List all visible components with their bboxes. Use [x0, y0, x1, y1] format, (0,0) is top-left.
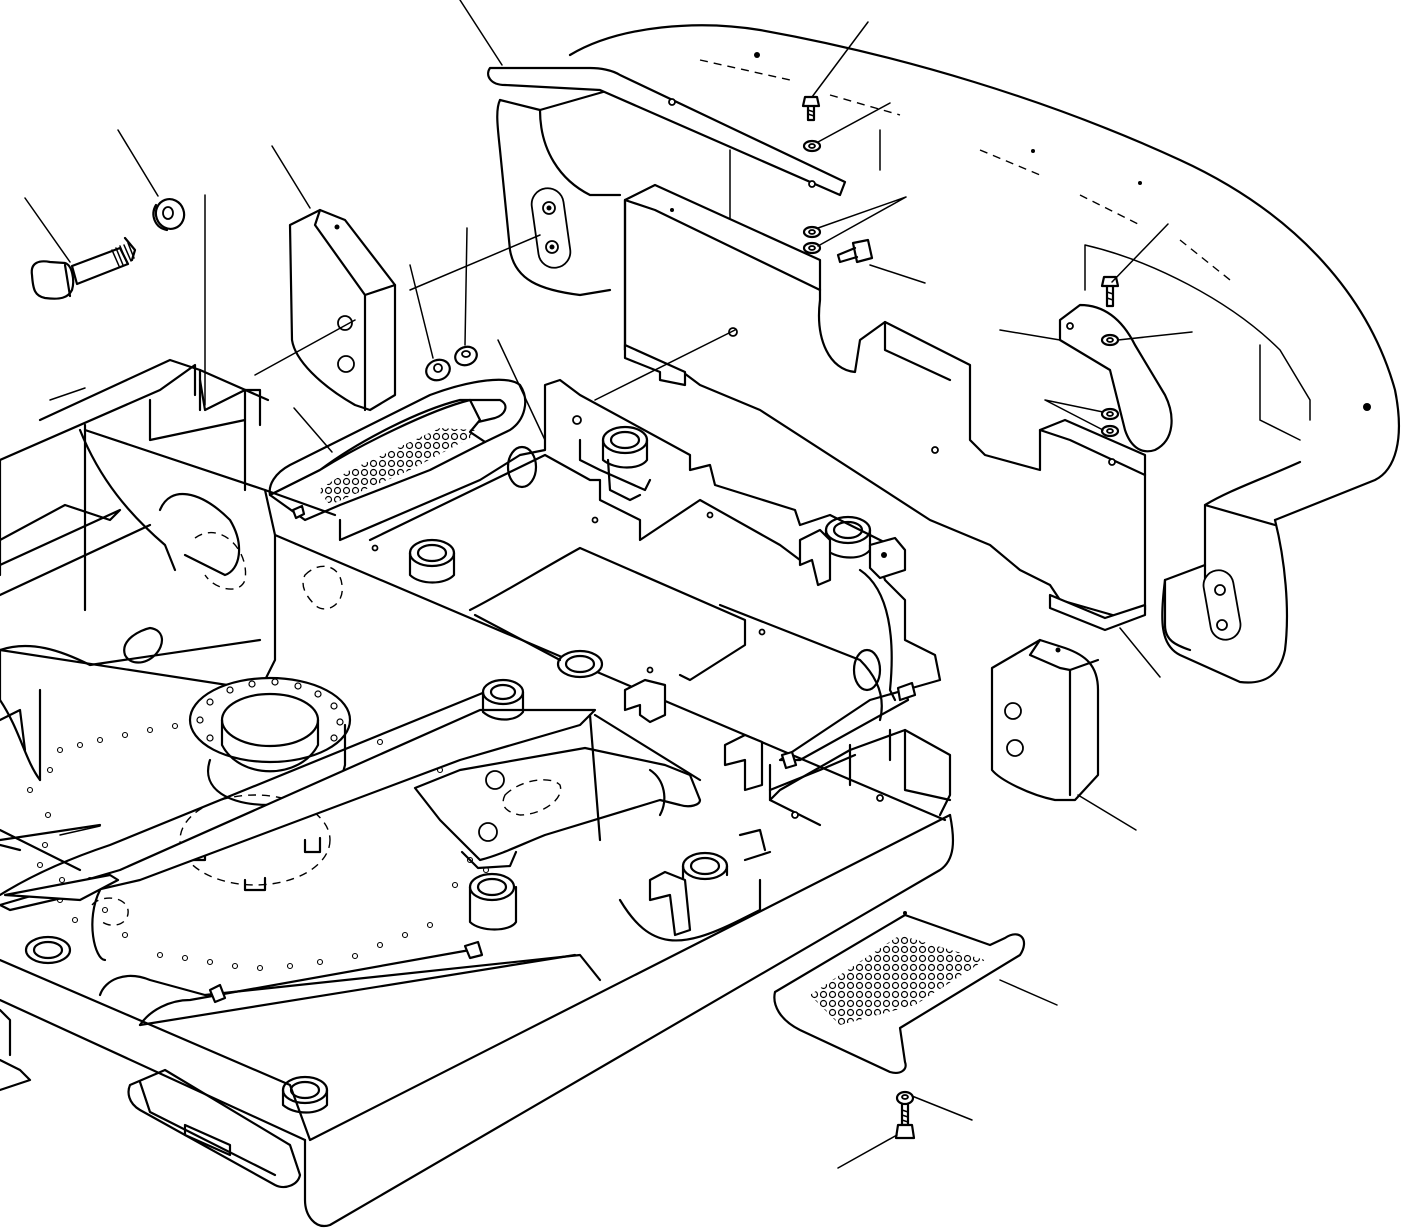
- counterweight-upper-bracket: [487, 66, 847, 197]
- right-balance-block: [990, 638, 1100, 802]
- mounting-nut-pair: [425, 345, 478, 382]
- counterweight-side-bolt: [836, 238, 874, 264]
- left-step-plate: [268, 378, 527, 522]
- front-step-plate: [773, 911, 1026, 1074]
- mounting-washer: [152, 198, 186, 232]
- counterweight-bolt-top: [801, 95, 821, 122]
- counterweight-washer-pair: [802, 225, 822, 255]
- leader-lines: [24, 0, 1193, 1169]
- left-balance-block: [288, 208, 397, 412]
- counterweight: [496, 24, 1401, 684]
- right-bracket-bolt: [1100, 275, 1120, 308]
- step-washer: [895, 1090, 915, 1106]
- counterweight-washer-top: [802, 139, 822, 153]
- mounting-bolt: [30, 236, 137, 300]
- center-cover-plate: [623, 183, 1147, 622]
- revolving-frame: [0, 358, 955, 1228]
- right-bracket-washer-pair: [1100, 407, 1120, 438]
- right-bracket: [1058, 303, 1173, 453]
- step-bolt: [894, 1103, 916, 1140]
- right-bracket-washer: [1100, 333, 1120, 347]
- center-cover-base-strip: [623, 343, 1147, 632]
